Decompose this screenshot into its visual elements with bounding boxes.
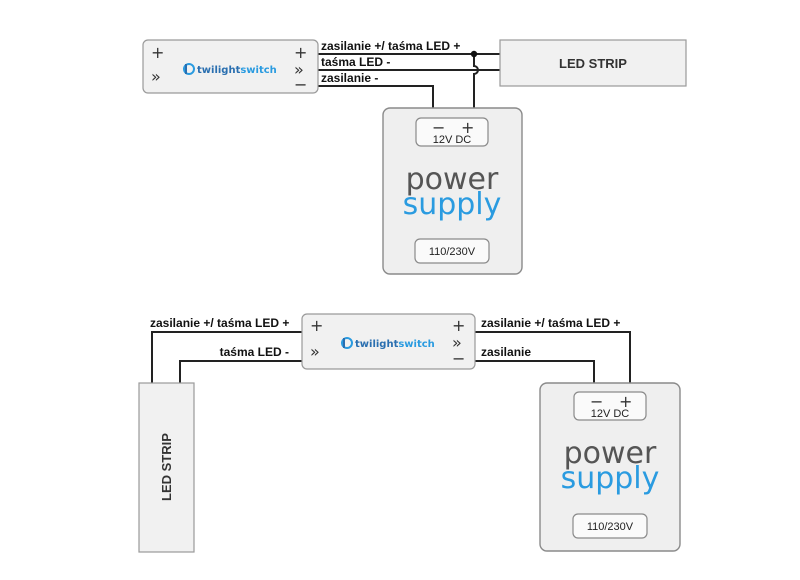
controller-top-arrow-left: » — [151, 67, 161, 86]
led-strip-top: LED STRIP — [499, 39, 687, 87]
brand-text-b: switch — [240, 65, 276, 76]
controller-bottom-plus-right: + — [452, 316, 465, 335]
controller-bottom-arrow-right: » — [452, 333, 462, 352]
wire-bottom-left-plus — [151, 331, 302, 383]
psu-bottom-ac: 110/230V — [587, 521, 634, 533]
led-strip-bottom-label: LED STRIP — [159, 433, 174, 501]
wire-bottom-left-minus — [179, 360, 302, 383]
controller-top-arrow-right: » — [294, 60, 304, 79]
psu-bottom-power: power — [564, 436, 657, 471]
psu-bottom-plus: + — [619, 392, 632, 411]
controller-top-plus-right: + — [294, 43, 307, 62]
psu-bottom-dc: 12V DC — [591, 408, 630, 420]
label-top-strip-minus: taśma LED - — [321, 55, 390, 69]
brand-logo-icon — [183, 63, 195, 75]
psu-bottom-minus: − — [590, 392, 603, 411]
controller-top-plus-left: + — [151, 43, 164, 62]
label-top-supply-minus: zasilanie - — [321, 71, 378, 85]
psu-top-power: power — [406, 162, 499, 197]
controller-bottom-minus-right: − — [452, 349, 465, 368]
wire-bottom-right-minus — [475, 360, 595, 383]
psu-top-plus: + — [461, 118, 474, 137]
psu-top-ac: 110/230V — [429, 246, 476, 258]
label-bottom-left-minus: taśma LED - — [220, 345, 289, 359]
controller-bottom: + » + » − twilightswitch — [301, 313, 476, 370]
controller-bottom-plus-left: + — [310, 316, 323, 335]
junction-dot — [470, 50, 478, 58]
bottom-diagram: zasilanie +/ taśma LED + taśma LED - zas… — [138, 313, 681, 553]
label-bottom-right-plus: zasilanie +/ taśma LED + — [481, 316, 620, 330]
brand-text-b: switch — [398, 339, 434, 350]
led-strip-top-label: LED STRIP — [559, 56, 627, 71]
psu-top-minus: − — [432, 118, 445, 137]
svg-text:twilightswitch: twilightswitch — [197, 65, 277, 76]
svg-text:twilightswitch: twilightswitch — [355, 339, 435, 350]
label-bottom-right-minus: zasilanie — [481, 345, 531, 359]
power-supply-bottom: − + 12V DC power supply 110/230V — [539, 382, 681, 552]
wire-bottom-right-plus — [475, 331, 631, 383]
top-diagram: zasilanie +/ taśma LED + taśma LED - zas… — [142, 39, 687, 275]
controller-bottom-arrow-left: » — [310, 342, 320, 361]
psu-top-supply: supply — [403, 187, 502, 222]
led-strip-bottom: LED STRIP — [138, 382, 195, 553]
brand-text-a: twilight — [197, 65, 241, 76]
controller-top-minus-right: − — [294, 75, 307, 94]
label-top-supply-plus: zasilanie +/ taśma LED + — [321, 39, 460, 53]
brand-logo-icon — [341, 337, 353, 349]
psu-top-dc: 12V DC — [433, 134, 472, 146]
wire-top-psu-plus — [473, 54, 479, 108]
power-supply-top: − + 12V DC power supply 110/230V — [382, 107, 523, 275]
wire-top-supply-minus — [318, 85, 434, 108]
label-bottom-left-plus: zasilanie +/ taśma LED + — [150, 316, 289, 330]
psu-bottom-supply: supply — [561, 461, 660, 496]
brand-text-a: twilight — [355, 339, 399, 350]
controller-top: + » + » − twilightswitch — [142, 39, 319, 94]
